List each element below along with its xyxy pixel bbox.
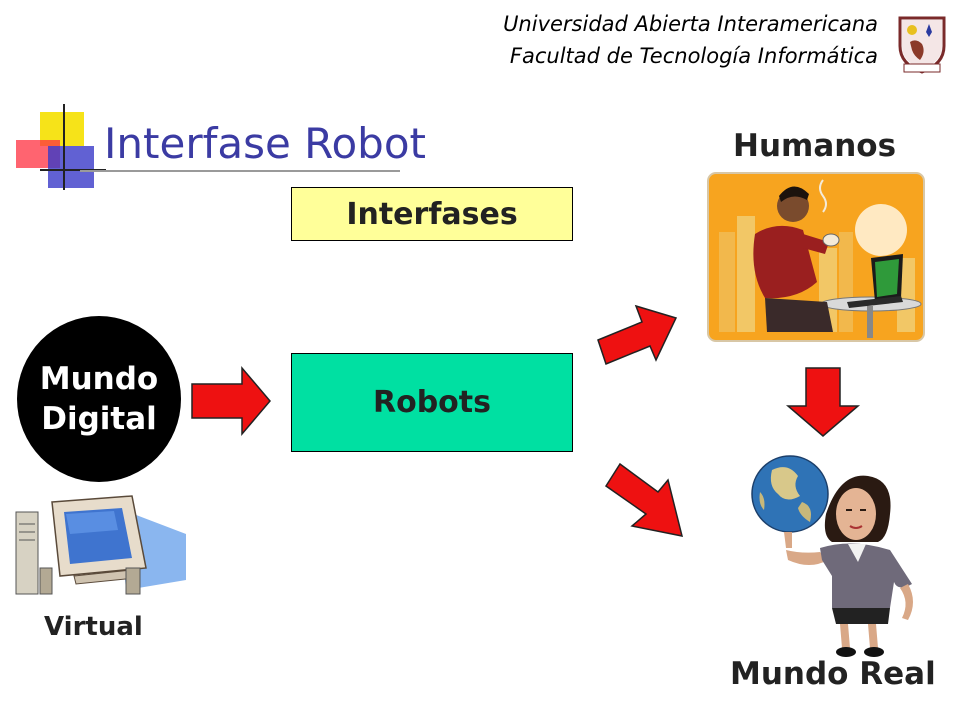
arrow-robots-to-real-world: [604, 462, 684, 537]
interfases-box: Interfases: [291, 187, 573, 241]
digital-world-circle: Mundo Digital: [17, 316, 181, 482]
title-decoration-squares: [16, 104, 106, 190]
digital-world-line-2: Digital: [41, 401, 157, 437]
robots-box: Robots: [291, 353, 573, 452]
real-world-label: Mundo Real: [730, 656, 936, 692]
institution-header: Universidad Abierta Interamericana Facul…: [503, 8, 878, 72]
computer-illustration: [15, 495, 186, 595]
slide-title: Interfase Robot: [104, 119, 426, 168]
virtual-label: Virtual: [44, 612, 143, 642]
university-name: Universidad Abierta Interamericana: [503, 12, 878, 36]
woman-with-globe-illustration: [751, 455, 913, 657]
faculty-name: Facultad de Tecnología Informática: [509, 44, 878, 68]
human-at-laptop-illustration: [707, 172, 925, 342]
arrow-robots-to-humans: [597, 304, 678, 365]
arrow-humans-to-real-world: [785, 367, 861, 437]
university-crest-logo: [898, 16, 946, 74]
humans-label: Humanos: [733, 128, 897, 164]
arrow-digital-to-robots: [191, 365, 271, 437]
title-underline: [80, 170, 400, 172]
digital-world-line-1: Mundo: [39, 361, 159, 397]
